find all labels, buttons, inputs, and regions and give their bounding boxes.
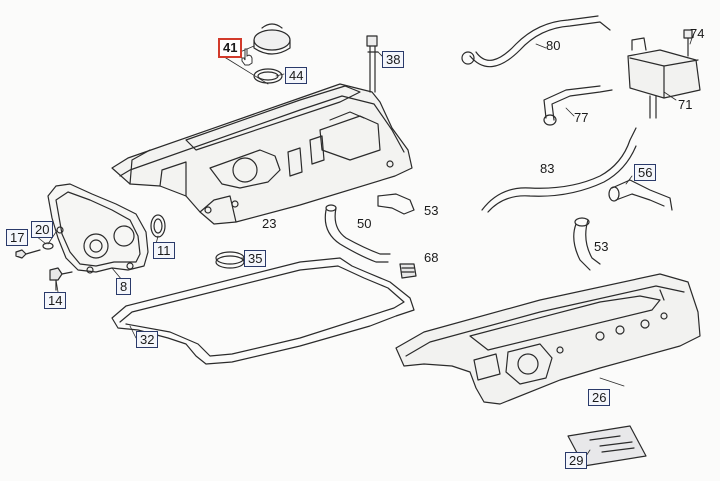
timing-cover-8[interactable] — [47, 183, 149, 274]
part-label-23[interactable]: 23 — [262, 216, 277, 231]
part-label-20[interactable]: 20 — [31, 221, 54, 238]
hose-53-right[interactable] — [573, 223, 591, 271]
cylinder-head-cover-23[interactable] — [111, 83, 413, 225]
bolt-17[interactable] — [15, 249, 41, 259]
part-label-14[interactable]: 14 — [44, 292, 67, 309]
part-label-35[interactable]: 35 — [244, 250, 267, 267]
bolt-38[interactable] — [366, 35, 379, 93]
part-label-41-selected[interactable]: 41 — [218, 38, 243, 58]
plug-68[interactable] — [399, 263, 417, 279]
hose-80[interactable] — [469, 21, 611, 68]
part-label-68[interactable]: 68 — [424, 250, 439, 265]
part-label-8[interactable]: 8 — [116, 278, 132, 295]
part-label-71[interactable]: 71 — [678, 97, 693, 112]
hose-77[interactable] — [551, 89, 613, 121]
part-label-56[interactable]: 56 — [634, 164, 657, 181]
vent-line-83[interactable] — [481, 127, 637, 211]
part-label-77[interactable]: 77 — [574, 110, 589, 125]
hose-56[interactable] — [611, 179, 673, 211]
engine-cover-26[interactable] — [395, 273, 701, 405]
part-label-74[interactable]: 74 — [690, 26, 705, 41]
gasket-32[interactable] — [111, 257, 415, 365]
part-label-11[interactable]: 11 — [153, 242, 175, 259]
seal-35[interactable] — [215, 251, 245, 269]
part-label-32[interactable]: 32 — [136, 331, 159, 348]
hose-50[interactable] — [324, 209, 389, 263]
part-label-29[interactable]: 29 — [565, 452, 588, 469]
hose-53-left[interactable] — [377, 193, 415, 215]
part-label-53-right[interactable]: 53 — [594, 239, 609, 254]
oil-filler-cap-41[interactable] — [253, 23, 291, 55]
washer-20[interactable] — [42, 242, 54, 250]
part-label-50[interactable]: 50 — [357, 216, 372, 231]
part-label-83[interactable]: 83 — [540, 161, 555, 176]
oil-separator-71[interactable] — [627, 37, 701, 119]
part-label-38[interactable]: 38 — [382, 51, 405, 68]
bolt-14[interactable] — [49, 267, 73, 291]
bolt-74[interactable] — [683, 29, 693, 57]
part-label-53-left[interactable]: 53 — [424, 203, 439, 218]
seal-ring-44[interactable] — [253, 68, 283, 84]
part-label-26[interactable]: 26 — [588, 389, 611, 406]
hand-pointer-icon — [241, 48, 253, 66]
part-label-17[interactable]: 17 — [6, 229, 29, 246]
part-label-80[interactable]: 80 — [546, 38, 561, 53]
seal-ring-11[interactable] — [150, 214, 166, 238]
part-label-44[interactable]: 44 — [285, 67, 308, 84]
